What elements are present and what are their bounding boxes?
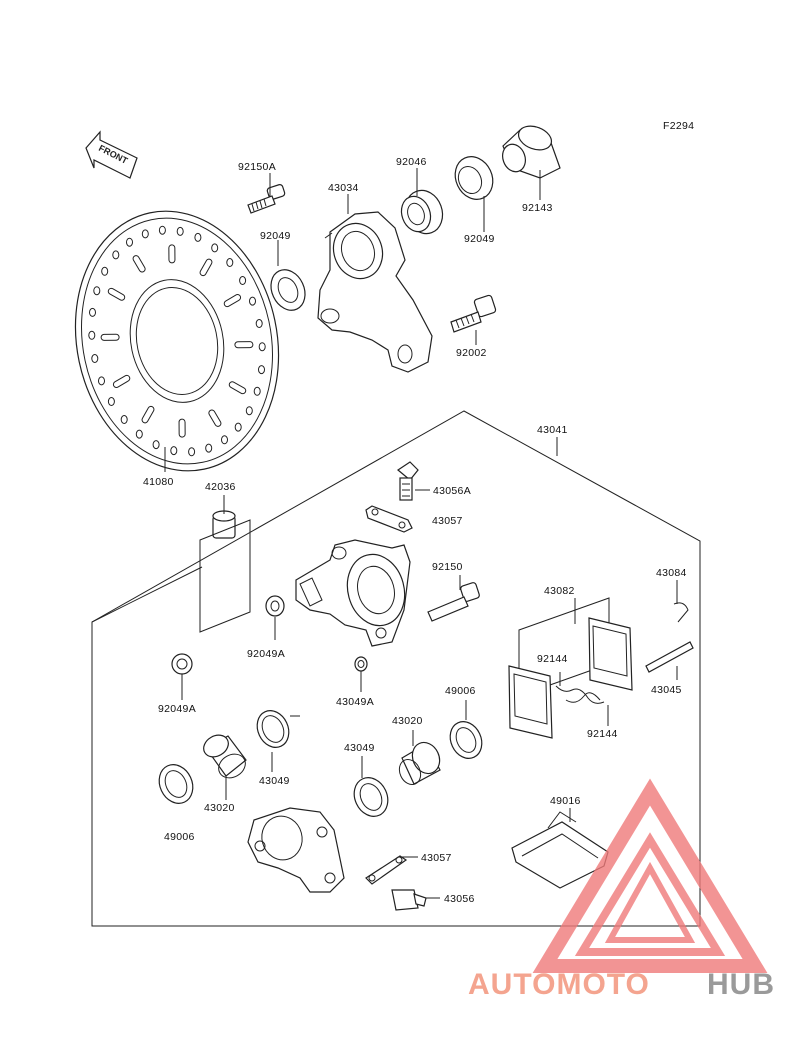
label-92144-right: 92144 [587,728,618,740]
label-43056A: 43056A [433,485,471,497]
piston-43020-right [398,741,441,786]
pin-43045 [645,641,694,673]
caliper-body [295,539,411,647]
label-43041: 43041 [537,424,568,436]
part-labels: 92150A 92046 43034 92143 92049 92049 920… [143,156,687,905]
plate-43057-bottom [365,855,408,885]
label-43084: 43084 [656,567,687,579]
sleeve-42036 [199,510,251,633]
seal-43049-mid [353,777,389,817]
bolt-92002 [450,294,497,333]
plate-43057-top [365,505,413,533]
washer-43049A [354,656,368,672]
label-92049-top: 92049 [260,230,291,242]
washer-92049A-left [171,653,193,675]
label-43034: 43034 [328,182,359,194]
caliper-outer-half [247,807,345,893]
brake-disc [74,210,280,472]
label-92049A-mid: 92049A [247,648,285,660]
watermark-text: AUTOMOTO HUB [468,968,775,1001]
label-43057-top: 43057 [432,515,463,527]
watermark-part2: HUB [707,968,775,1001]
watermark-logo-icon [532,778,768,973]
bleeder-43056A [396,461,419,501]
front-arrow-icon: FRONT [85,130,138,179]
seal-92049-right [454,156,494,200]
label-43049A: 43049A [336,696,374,708]
seal-49006-left [158,764,194,804]
diagram-code: F2294 [663,120,694,132]
bearing-92046 [400,189,444,235]
piston-43020-left [203,734,247,779]
leader-lines [164,168,678,899]
seal-49006-right [449,721,483,759]
caliper-bracket [317,211,433,373]
label-43049-left: 43049 [259,775,290,787]
label-43049-mid: 43049 [344,742,375,754]
label-41080: 41080 [143,476,174,488]
label-42036: 42036 [205,481,236,493]
sleeve-92143 [502,125,561,179]
label-43057-bottom: 43057 [421,852,452,864]
washer-92049A-mid [265,595,285,617]
label-92046: 92046 [396,156,427,168]
assembly-outline-43041 [91,410,701,927]
label-92002: 92002 [456,347,487,359]
label-49006-left: 49006 [164,831,195,843]
label-43020-left: 43020 [204,802,235,814]
seal-43049-left [256,710,290,748]
label-49016: 49016 [550,795,581,807]
seal-92049-top [270,269,306,311]
label-92143: 92143 [522,202,553,214]
pad-spring-49016 [511,811,609,889]
label-43045: 43045 [651,684,682,696]
spring-92144 [555,685,605,704]
bolt-92150 [427,582,480,622]
label-92150A: 92150A [238,161,276,173]
label-49006-right: 49006 [445,685,476,697]
label-92150: 92150 [432,561,463,573]
pad-set-43082 [508,597,633,739]
label-92049A-left: 92049A [158,703,196,715]
bleeder-43056 [391,889,427,911]
label-92049-right: 92049 [464,233,495,245]
watermark-part1: AUTOMOTO [468,968,650,1001]
label-43082: 43082 [544,585,575,597]
bolt-92150A [247,184,286,214]
label-92144-left: 92144 [537,653,568,665]
label-43020-right: 43020 [392,715,423,727]
clip-43084 [673,602,689,623]
label-43056: 43056 [444,893,475,905]
